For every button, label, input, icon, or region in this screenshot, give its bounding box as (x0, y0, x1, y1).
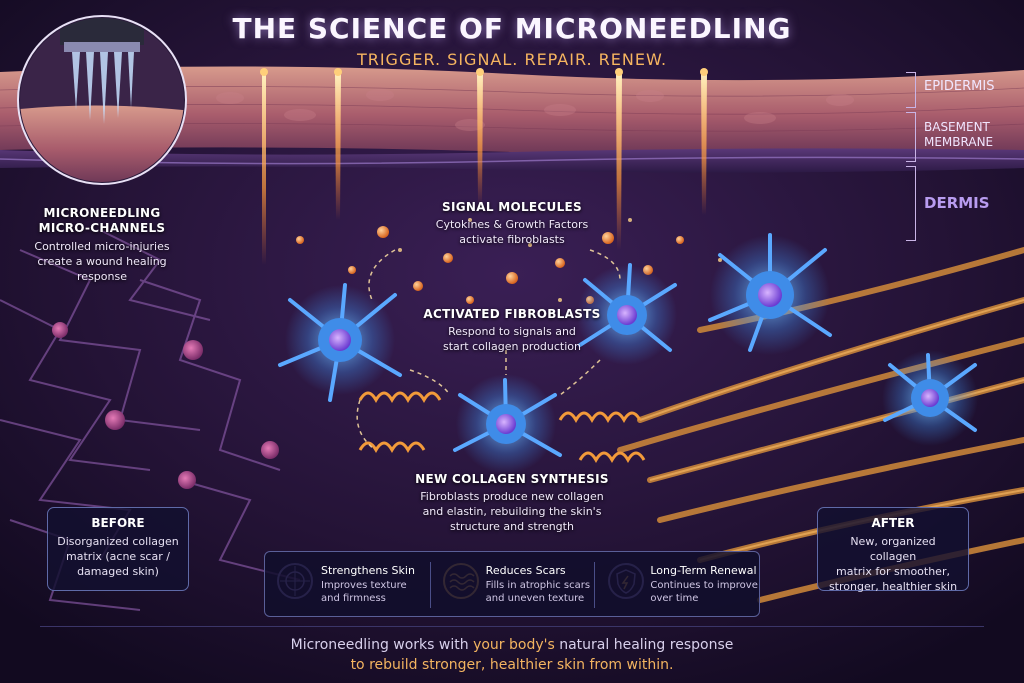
microneedle-inset (17, 15, 187, 185)
after-line2: matrix for smoother, (836, 565, 950, 578)
dermis-bracket (906, 166, 916, 241)
fibroblast-cell (453, 374, 562, 474)
after-line1: New, organized collagen (850, 535, 936, 563)
signals-title: SIGNAL MOLECULES (442, 200, 582, 214)
before-line2: matrix (acne scar / (66, 550, 170, 563)
fibroblast-cell (708, 233, 832, 355)
footer-line1-end: natural healing response (554, 637, 734, 653)
after-title: AFTER (871, 516, 915, 530)
before-panel: BEFORE Disorganized collagen matrix (acn… (47, 507, 189, 591)
footer-line2: to rebuild stronger, healthier skin from… (350, 657, 674, 673)
benefit-desc-line2: over time (650, 592, 699, 604)
before-line1: Disorganized collagen (57, 535, 179, 548)
benefit-title: Long-Term Renewal (650, 563, 757, 577)
benefit-icon-slot (275, 565, 313, 603)
epidermis-label: EPIDERMIS (924, 79, 995, 94)
channels-title-line1: MICRONEEDLING (43, 206, 161, 220)
channels-title-line2: MICRO-CHANNELS (38, 221, 166, 235)
fibroblast-cell (577, 263, 677, 365)
before-line3: damaged skin) (77, 565, 159, 578)
channels-body-line1: Controlled micro-injuries (34, 240, 170, 253)
synthesis-body-line3: structure and strength (450, 520, 574, 533)
fibroblast-cell (278, 283, 402, 402)
page-subtitle: TRIGGER. SIGNAL. REPAIR. RENEW. (356, 50, 668, 69)
benefit-strengthens-skin: Strengthens Skin Improves texture and fi… (265, 552, 430, 616)
synthesis-body-line2: and elastin, rebuilding the skin's (422, 505, 602, 518)
after-panel: AFTER New, organized collagen matrix for… (817, 507, 969, 593)
dermis-label: DERMIS (924, 194, 990, 212)
after-line3: stronger, healthier skin (828, 580, 958, 593)
footer-divider (40, 626, 984, 627)
basement-label-line2: MEMBRANE (924, 135, 994, 149)
benefit-desc-line2: and firmness (321, 592, 386, 604)
synthesis-body-line1: Fibroblasts produce new collagen (420, 490, 604, 503)
basement-label-line1: BASEMENT (924, 120, 990, 134)
benefit-title: Reduces Scars (485, 563, 566, 577)
signals-body-line1: Cytokines & Growth Factors (435, 218, 589, 231)
fibroblast-cell (882, 350, 978, 446)
fibroblasts-body-line1: Respond to signals and (448, 325, 576, 338)
signals-body-line2: activate fibroblasts (459, 233, 565, 246)
channels-body-line3: response (77, 270, 127, 283)
benefit-desc-line1: Continues to improve (650, 579, 758, 591)
benefit-icon-slot (604, 565, 642, 603)
basement-bracket (906, 112, 916, 162)
benefit-title: Strengthens Skin (321, 563, 415, 577)
benefits-bar: Strengthens Skin Improves texture and fi… (264, 551, 760, 617)
footer-line1-highlight: your body's (473, 637, 555, 653)
epidermis-bracket (906, 72, 916, 108)
benefit-desc-line1: Fills in atrophic scars (485, 579, 591, 591)
channels-body-line2: create a wound healing (37, 255, 167, 268)
synthesis-title: NEW COLLAGEN SYNTHESIS (415, 472, 609, 486)
footer-line1-start: Microneedling works with (290, 637, 474, 653)
before-title: BEFORE (91, 516, 145, 530)
fibroblasts-body-line2: start collagen production (442, 340, 582, 353)
benefit-reduces-scars: Reduces Scars Fills in atrophic scars an… (429, 552, 595, 616)
benefit-desc-line1: Improves texture (321, 579, 407, 591)
benefit-desc-line2: and uneven texture (485, 592, 585, 604)
page-title: THE SCIENCE OF MICRONEEDLING (232, 12, 792, 45)
benefit-icon-slot (440, 565, 478, 603)
fibroblasts-title: ACTIVATED FIBROBLASTS (423, 307, 601, 321)
footer-line1: Microneedling works with your body's nat… (0, 637, 1024, 653)
benefit-long-term-renewal: Long-Term Renewal Continues to improve o… (594, 552, 759, 616)
